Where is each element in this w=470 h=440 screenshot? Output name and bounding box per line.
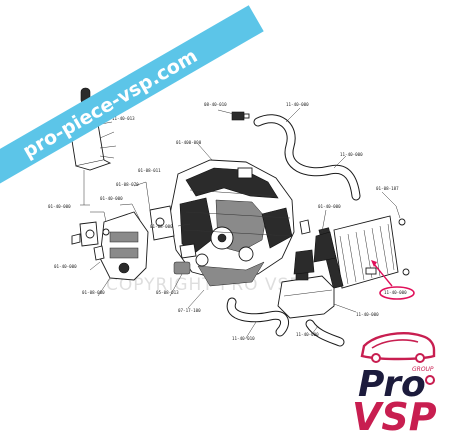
engine-mount bbox=[149, 205, 197, 275]
car-wheel-icon bbox=[371, 353, 381, 363]
engine-top-sensor bbox=[237, 167, 253, 179]
part-label[interactable]: 01-40-000 bbox=[54, 264, 77, 269]
gearbox-band-2 bbox=[109, 247, 139, 259]
sensor-plug bbox=[243, 113, 250, 119]
mount-pad bbox=[179, 243, 197, 259]
boot-left bbox=[313, 231, 337, 263]
part-label[interactable]: 01-40-000 bbox=[100, 196, 123, 201]
gearbox-housing bbox=[99, 211, 149, 281]
engine-block bbox=[169, 159, 295, 287]
expansion-tank bbox=[277, 271, 335, 319]
radiator-mount-top bbox=[398, 218, 406, 226]
part-label[interactable]: 01-08-187 bbox=[376, 186, 399, 191]
boot-clip bbox=[299, 219, 311, 235]
logo-dot-icon bbox=[425, 375, 435, 385]
engine-ribs bbox=[183, 189, 291, 237]
part-label[interactable]: 01-08-011 bbox=[138, 168, 161, 173]
banner-background bbox=[0, 5, 264, 202]
part-label[interactable]: 01-40-000 bbox=[318, 204, 341, 209]
logo-tag: GROUP bbox=[412, 366, 434, 373]
tank-body bbox=[277, 275, 335, 319]
part-label[interactable]: 01-08-070 bbox=[116, 182, 139, 187]
boot-mid bbox=[293, 249, 315, 275]
part-labels: 11-40-013 08-40-010 11-40-000 11-40-000 … bbox=[48, 102, 407, 341]
radiator-core bbox=[333, 215, 399, 289]
logo-line1: Pro bbox=[358, 364, 426, 405]
pulley-hub bbox=[217, 233, 227, 243]
highlighted-part-marker bbox=[371, 260, 415, 300]
engine-right-bank bbox=[261, 207, 293, 249]
part-label[interactable]: 11-40-000 bbox=[286, 102, 309, 107]
engine-pulley-tensioner bbox=[195, 253, 209, 267]
tank-seam bbox=[283, 289, 333, 297]
part-label[interactable]: 11-40-000 bbox=[340, 152, 363, 157]
part-label[interactable]: 01-08-000 bbox=[150, 224, 173, 229]
gearbox-bolt bbox=[102, 228, 110, 236]
shifter-base bbox=[75, 159, 112, 171]
radiator-fins bbox=[339, 223, 395, 285]
banner-url[interactable]: pro-piece-vsp.com bbox=[19, 45, 201, 163]
part-label[interactable]: 07-17-100 bbox=[178, 308, 201, 313]
coolant-hoses bbox=[226, 114, 361, 347]
part-label[interactable]: 11-40-000 bbox=[356, 312, 379, 317]
engine-oil-pan bbox=[197, 261, 265, 287]
part-label[interactable]: 11-40-000 bbox=[296, 332, 319, 337]
starter-motor bbox=[173, 261, 191, 275]
engine-pulley-small bbox=[238, 246, 254, 262]
mount-hole bbox=[155, 217, 165, 227]
highlight-arrow-head bbox=[371, 260, 377, 267]
engine-left-bank bbox=[179, 197, 215, 253]
small-clip bbox=[93, 245, 105, 261]
bracket-hole bbox=[85, 229, 95, 239]
part-label-highlighted[interactable]: 11-40-000 bbox=[384, 290, 407, 295]
gearbox-output-shaft bbox=[118, 262, 130, 274]
logo-line2: VSP bbox=[352, 395, 437, 439]
part-label[interactable]: 01-400-000 bbox=[176, 140, 202, 145]
sensor-body bbox=[231, 111, 245, 121]
shifter-rod bbox=[80, 170, 90, 206]
car-wheel-icon bbox=[415, 353, 425, 363]
part-label[interactable]: 01-08-000 bbox=[82, 290, 105, 295]
part-label[interactable]: 01-40-000 bbox=[48, 204, 71, 209]
car-roofline-icon bbox=[371, 339, 419, 349]
radiator-drain bbox=[365, 267, 377, 275]
provsp-logo: GROUP Pro VSP bbox=[352, 332, 437, 439]
car-silhouette-icon bbox=[360, 332, 436, 361]
highlight-ring bbox=[379, 286, 415, 300]
part-label[interactable]: 11-40-010 bbox=[232, 336, 255, 341]
highlight-arrow bbox=[373, 263, 393, 287]
bracket-tab bbox=[71, 233, 81, 245]
part-label[interactable]: 08-40-010 bbox=[204, 102, 227, 107]
leader-lines bbox=[89, 107, 401, 339]
gearbox-band bbox=[109, 231, 139, 243]
coolant-sensor bbox=[231, 111, 250, 121]
radiator-mount-bottom bbox=[402, 268, 410, 276]
rubber-boots bbox=[293, 219, 337, 275]
part-label[interactable]: 11-40-013 bbox=[112, 116, 135, 121]
engine-valve-cover bbox=[185, 167, 279, 199]
gearbox-assembly bbox=[71, 211, 149, 281]
part-label[interactable]: 05-08-013 bbox=[156, 290, 179, 295]
shifter-detail-lines bbox=[99, 131, 117, 159]
